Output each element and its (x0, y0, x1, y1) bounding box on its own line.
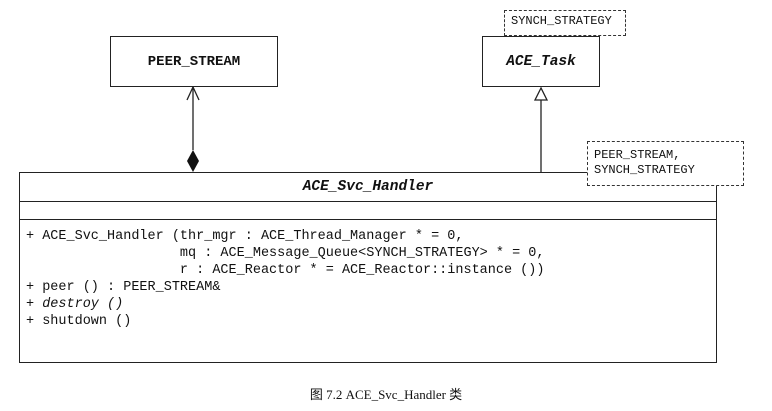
operation-line: + peer () : PEER_STREAM& (26, 280, 221, 295)
operation-line: r : ACE_Reactor * = ACE_Reactor::instanc… (26, 263, 545, 278)
operation-line: + shutdown () (26, 314, 132, 329)
ace-svc-handler-class: ACE_Svc_Handler + ACE_Svc_Handler (thr_m… (19, 172, 717, 363)
inheritance-hollow-arrow (533, 86, 549, 101)
operation-compartment: + ACE_Svc_Handler (thr_mgr : ACE_Thread_… (20, 220, 716, 330)
attribute-compartment (20, 202, 716, 220)
operation-line: + destroy () (26, 297, 124, 312)
peer-stream-class-name: PEER_STREAM (147, 53, 241, 70)
operation-line: mq : ACE_Message_Queue<SYNCH_STRATEGY> *… (26, 246, 545, 261)
ace-task-template-param: SYNCH_STRATEGY (504, 10, 626, 36)
composition-open-arrow (186, 85, 200, 101)
figure-caption: 图 7.2 ACE_Svc_Handler 类 (309, 387, 463, 402)
ace-task-class-name: ACE_Task (506, 53, 576, 70)
composition-diamond (187, 150, 199, 172)
class-name-compartment: ACE_Svc_Handler (20, 173, 716, 202)
peer-stream-class: PEER_STREAM (110, 36, 278, 87)
ace-svc-handler-class-name: ACE_Svc_Handler (302, 179, 434, 195)
operation-line: + ACE_Svc_Handler (thr_mgr : ACE_Thread_… (26, 229, 464, 244)
svc-handler-template-params: PEER_STREAM, SYNCH_STRATEGY (587, 141, 744, 186)
ace-task-class: ACE_Task (482, 36, 600, 87)
